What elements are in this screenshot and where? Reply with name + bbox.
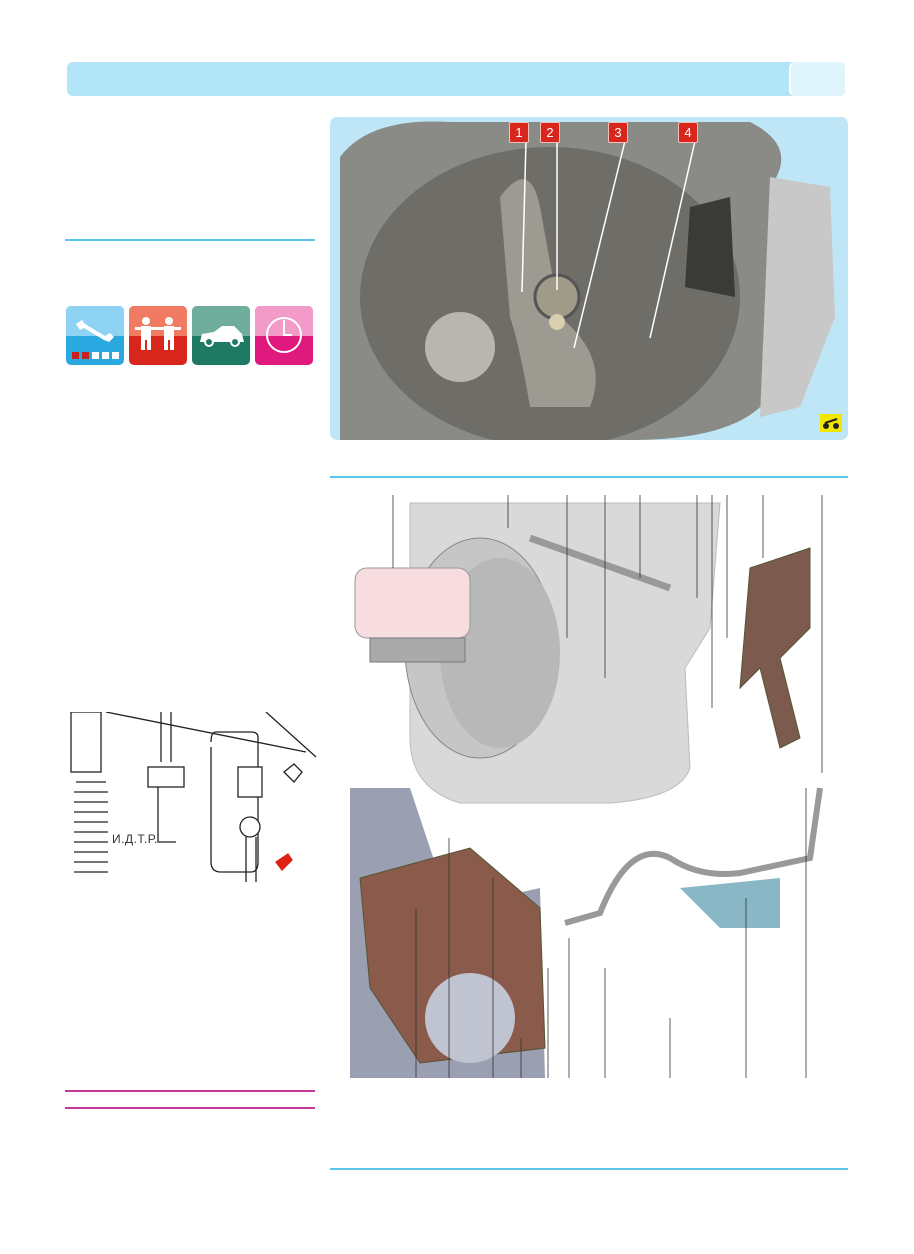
car-icon <box>192 306 250 365</box>
watermark-text: И.Д.Т.Р. <box>112 832 158 846</box>
tool-badge-icon <box>820 414 842 432</box>
difficulty-wrench-icon <box>66 306 124 365</box>
brake-line-drawing <box>66 711 318 882</box>
clutch-housing-photo: 1 2 3 4 <box>330 117 848 440</box>
two-people-icon <box>129 306 187 365</box>
divider <box>65 1090 315 1092</box>
callout-1: 1 <box>509 122 529 143</box>
clutch-hydraulics-exploded-diagram <box>340 488 845 1083</box>
callout-3: 3 <box>608 122 628 143</box>
page-number-box <box>789 62 845 96</box>
callout-4: 4 <box>678 122 698 143</box>
divider <box>65 239 315 241</box>
divider <box>65 1107 315 1109</box>
header-bar <box>67 62 845 96</box>
divider <box>330 1168 848 1170</box>
callout-2: 2 <box>540 122 560 143</box>
clock-icon <box>255 306 313 365</box>
divider <box>330 476 848 478</box>
